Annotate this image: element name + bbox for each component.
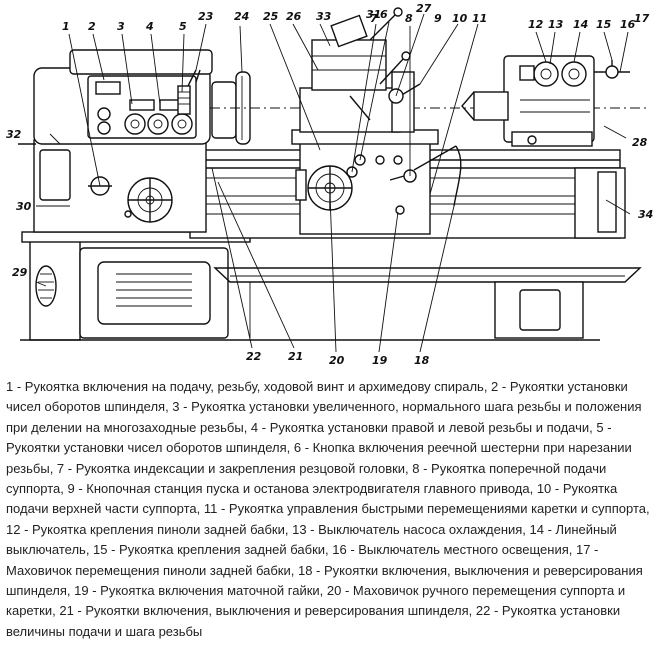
callout-19: 19	[372, 354, 388, 367]
headstock-top	[69, 49, 213, 75]
callout-13: 13	[548, 18, 564, 31]
callout-16: 16	[620, 18, 636, 31]
callout-34: 34	[638, 208, 653, 221]
callout-11: 11	[472, 12, 487, 25]
callout-18: 18	[414, 354, 430, 367]
callout-22: 22	[246, 350, 262, 363]
tailstock-quill	[473, 91, 509, 121]
callout-31: 31	[366, 8, 381, 21]
callout-30: 30	[16, 200, 32, 213]
callout-5: 5	[179, 20, 187, 33]
callout-25: 25	[263, 10, 279, 23]
callout-14: 14	[573, 18, 588, 31]
chip-tray	[213, 267, 642, 283]
callout-leaders	[35, 13, 631, 353]
callout-21: 21	[288, 350, 303, 363]
cross-slide	[299, 87, 401, 133]
chuck-body	[211, 81, 237, 139]
callout-32: 32	[6, 128, 22, 141]
callout-17: 17	[634, 12, 650, 25]
tailstock	[461, 55, 630, 147]
callout-6: 6	[380, 8, 388, 21]
callout-7: 7	[370, 12, 378, 25]
speed-dial-5	[171, 113, 193, 135]
headstock	[18, 49, 650, 233]
callout-8: 8	[405, 12, 413, 25]
callout-3: 3	[117, 20, 125, 33]
callout-26: 26	[286, 10, 302, 23]
callout-23: 23	[198, 10, 214, 23]
legend-text: 1 - Рукоятка включения на подачу, резьбу…	[6, 379, 650, 639]
lathe-diagram: 1 2 3 4 5 6 7 8 9 10 11 12 13 14 15 16 1…	[6, 2, 653, 367]
callout-27: 27	[416, 2, 432, 15]
callout-33: 33	[316, 10, 332, 23]
tailstock-dial-15	[561, 61, 587, 87]
feed-lever	[413, 145, 457, 171]
callout-28: 28	[632, 136, 648, 149]
callout-12: 12	[528, 18, 544, 31]
callout-1: 1	[62, 20, 70, 33]
callout-10: 10	[452, 12, 468, 25]
callout-2: 2	[88, 20, 96, 33]
tool-head-top	[330, 14, 368, 48]
callout-labels: 1 2 3 4 5 6 7 8 9 10 11 12 13 14 15 16 1…	[6, 2, 653, 367]
callout-4: 4	[145, 20, 154, 33]
callout-29: 29	[12, 266, 28, 279]
lathe-base	[20, 231, 642, 341]
tailstock-dial-14	[533, 61, 559, 87]
tool-post	[311, 39, 387, 91]
callout-24: 24	[234, 10, 249, 23]
speed-dial-4	[147, 113, 169, 135]
speed-dial-3	[124, 113, 146, 135]
callout-20: 20	[329, 354, 345, 367]
callout-15: 15	[596, 18, 612, 31]
base-cover	[97, 261, 211, 325]
callout-9: 9	[434, 12, 442, 25]
